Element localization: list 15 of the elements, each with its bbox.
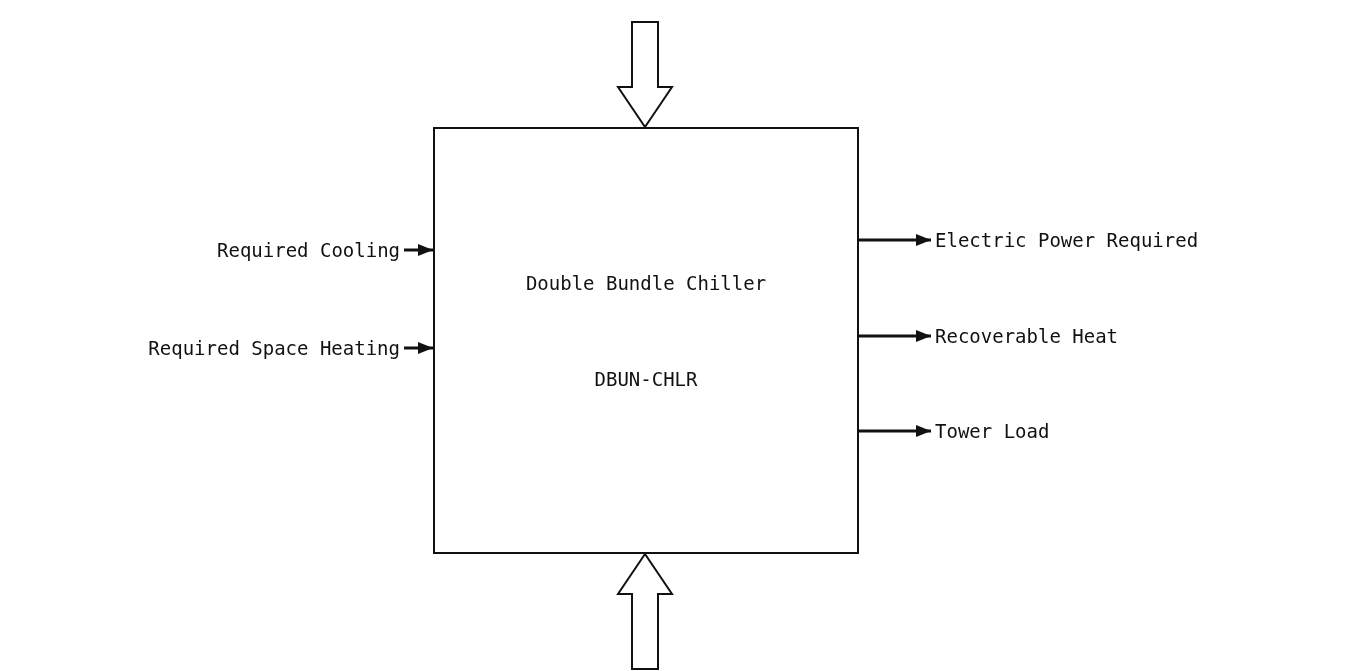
flow-label: Electric Power Required: [935, 228, 1198, 252]
arrow: [859, 234, 931, 246]
arrow: [404, 342, 433, 354]
flow-label: Tower Load: [935, 419, 1049, 443]
flow-label: Recoverable Heat: [935, 324, 1118, 348]
arrow: [404, 244, 433, 256]
arrow: [859, 330, 931, 342]
flow-label: Required Space Heating: [148, 336, 400, 360]
box-code: DBUN-CHLR: [593, 367, 699, 391]
flow-label: Required Cooling: [217, 238, 400, 262]
box-title: Double Bundle Chiller: [524, 271, 768, 295]
arrow: [859, 425, 931, 437]
process-box: [433, 127, 859, 554]
block-arrow: [616, 21, 674, 129]
block-arrow: [616, 552, 674, 670]
